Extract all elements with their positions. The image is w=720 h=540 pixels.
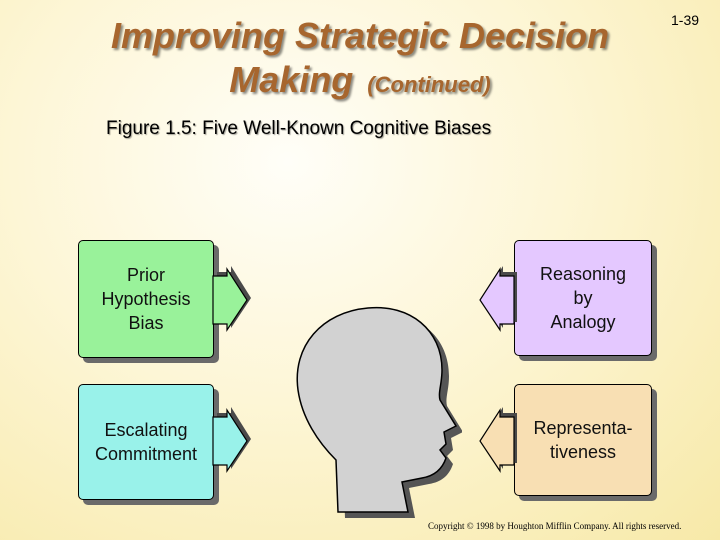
right-arrow-icon — [212, 266, 251, 332]
bias-box-escalating-commitment: Escalating Commitment — [78, 384, 214, 500]
bias-label-line: Analogy — [550, 312, 616, 332]
slide-number: 1-39 — [671, 12, 700, 28]
bias-label-line: Commitment — [94, 444, 197, 464]
bias-label-line: tiveness — [549, 442, 617, 462]
title-line-1: Improving Strategic Decision — [110, 15, 610, 56]
bias-box-representativeness: Representa- tiveness — [514, 384, 652, 496]
bias-label-line: Hypothesis — [101, 289, 191, 309]
left-arrow-icon — [479, 407, 517, 473]
bias-label-line: Representa- — [533, 418, 633, 438]
bias-label-line: Escalating — [104, 420, 188, 440]
head-silhouette-icon — [296, 306, 462, 518]
slide-title: Improving Strategic Decision Making (Cont… — [60, 14, 660, 110]
right-arrow-icon — [212, 407, 251, 473]
bias-box-prior-hypothesis: Prior Hypothesis Bias — [78, 240, 214, 358]
bias-label-line: Prior — [126, 265, 165, 285]
copyright-notice: Copyright © 1998 by Houghton Mifflin Com… — [428, 521, 682, 531]
bias-label-line: by — [573, 288, 593, 308]
bias-box-reasoning-by-analogy: Reasoning by Analogy — [514, 240, 652, 356]
bias-label-line: Bias — [128, 313, 164, 333]
left-arrow-icon — [479, 266, 517, 332]
title-continued: (Continued) — [367, 72, 491, 97]
title-line-2: Making — [229, 59, 354, 100]
figure-caption: Figure 1.5: Five Well-Known Cognitive Bi… — [106, 118, 492, 139]
bias-label-line: Reasoning — [539, 264, 627, 284]
